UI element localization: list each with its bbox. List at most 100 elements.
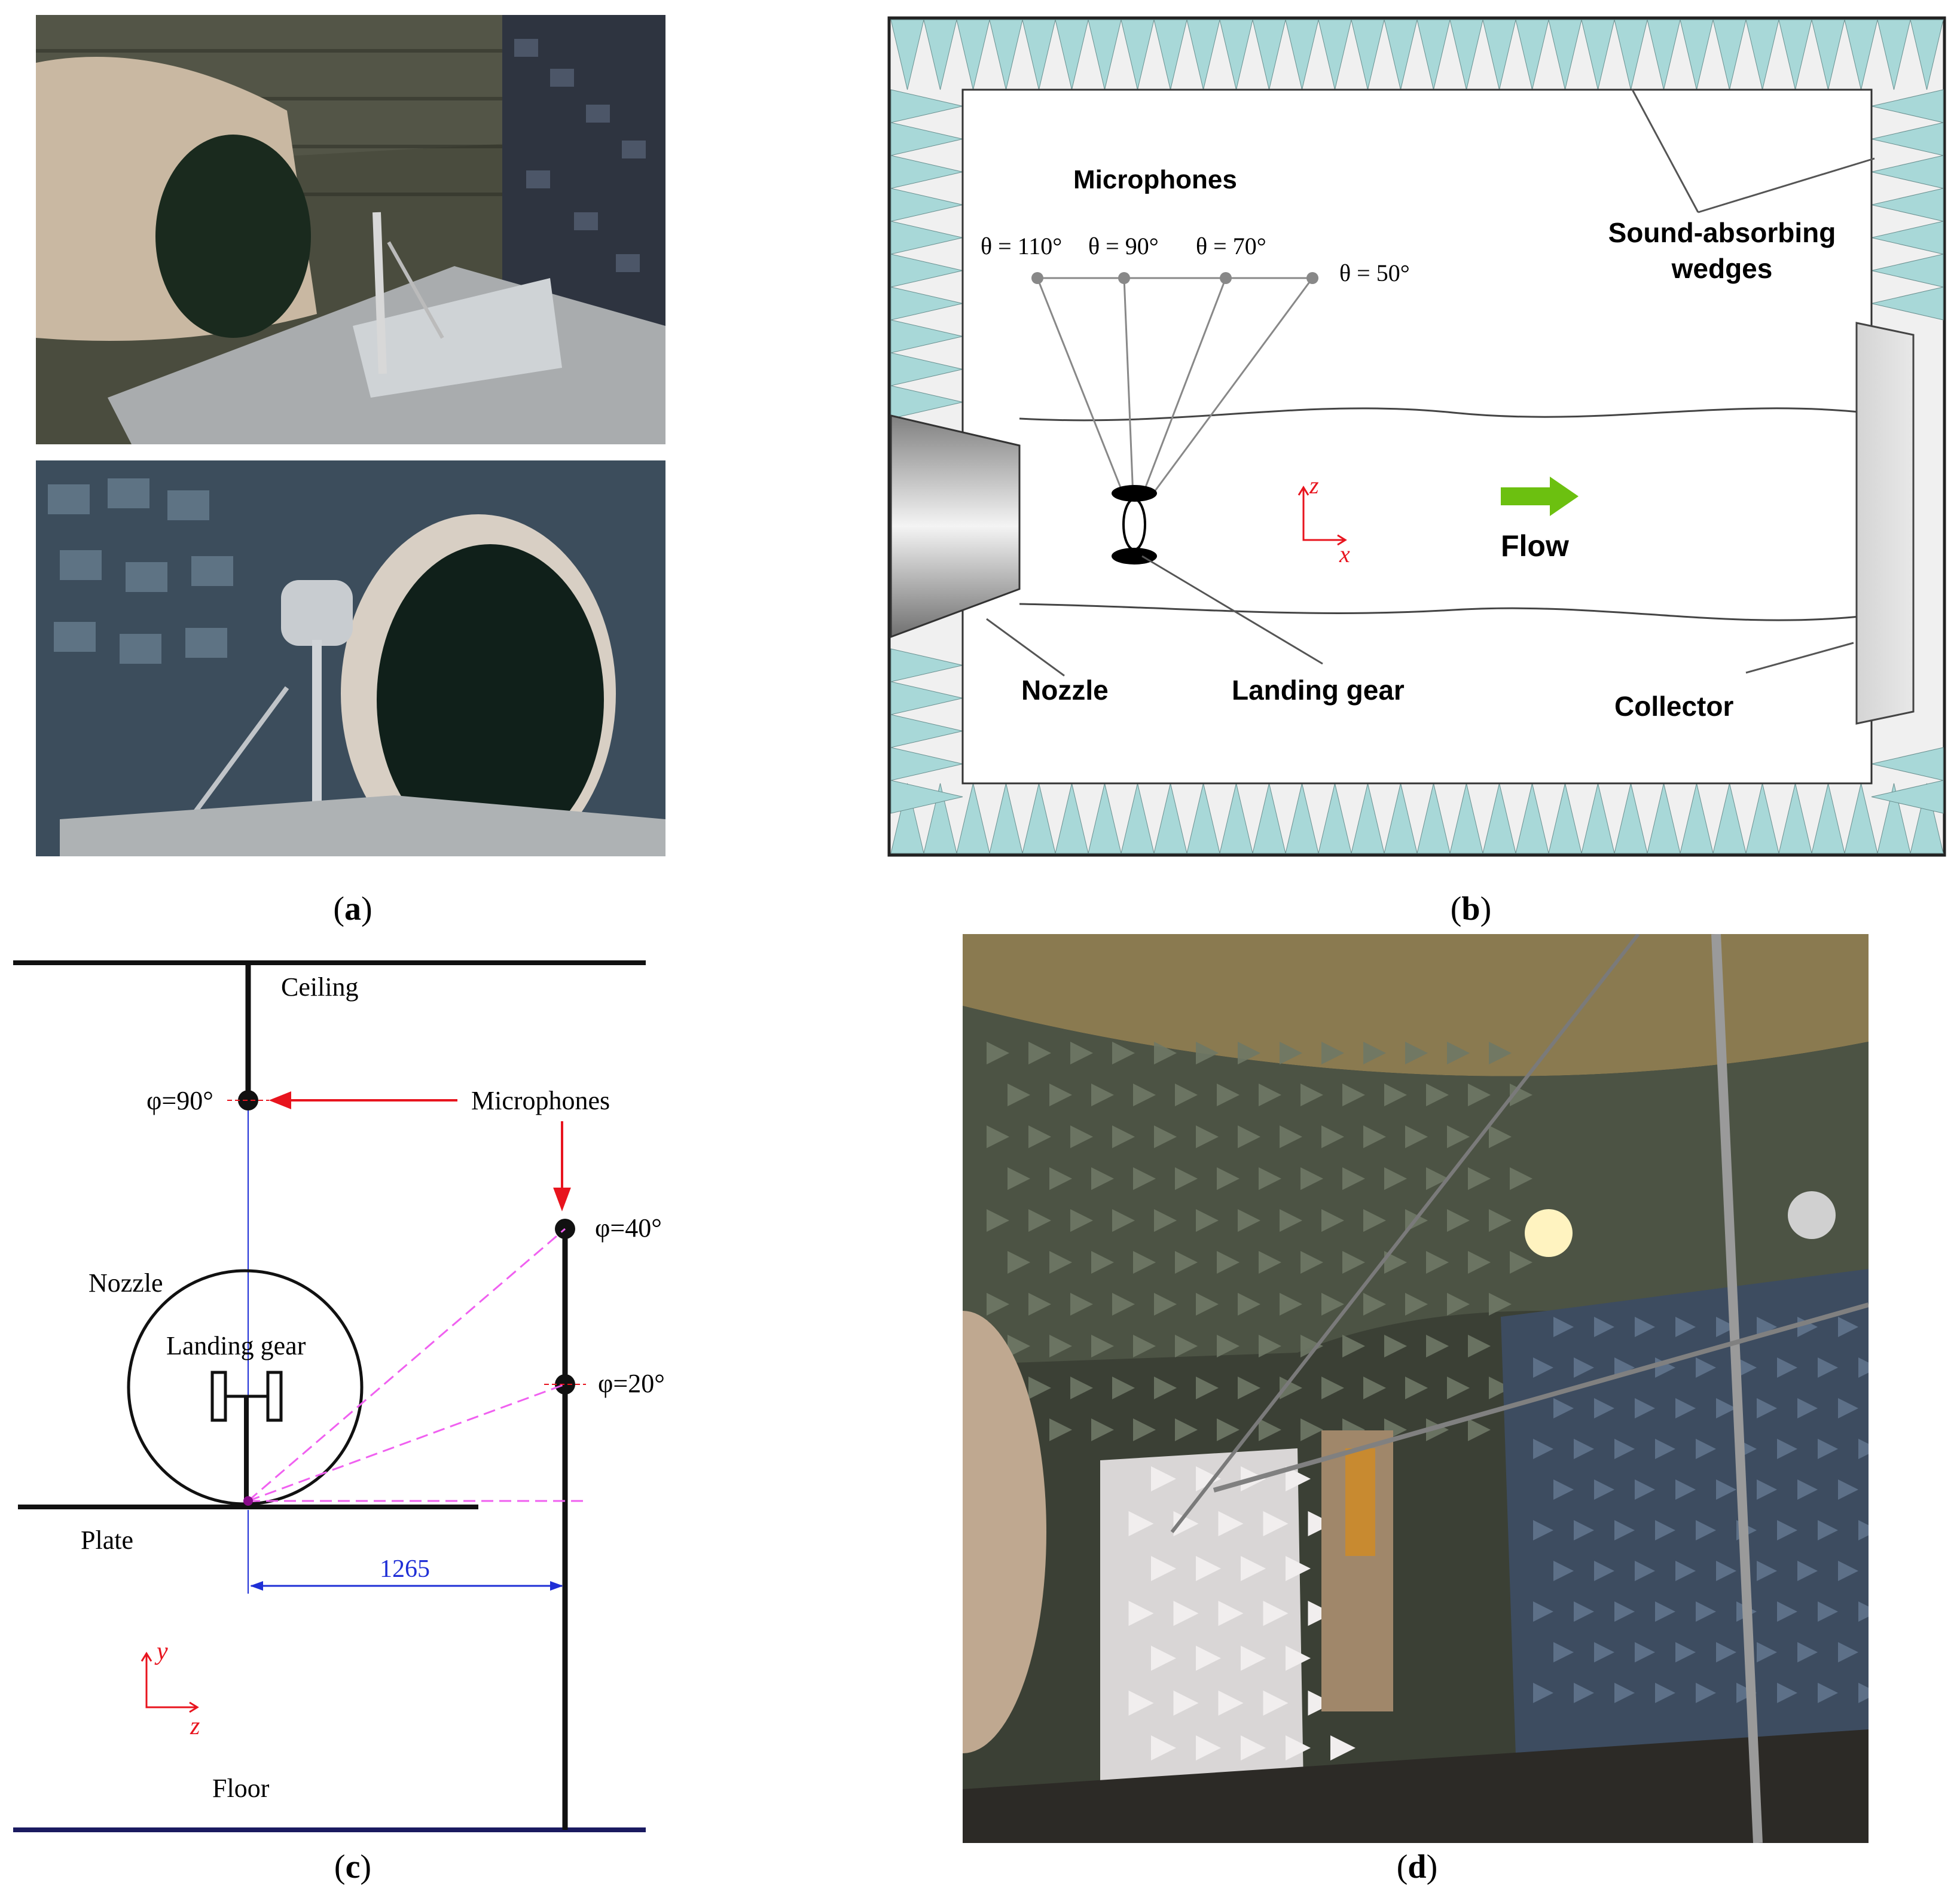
foam-wedge bbox=[1594, 1642, 1614, 1662]
foam-wedge bbox=[1049, 1335, 1072, 1357]
foam-wedge bbox=[1218, 1601, 1244, 1626]
foam-wedge bbox=[1154, 1125, 1177, 1148]
foam-wedge bbox=[1091, 1418, 1114, 1441]
foam-wedge bbox=[1614, 1520, 1635, 1540]
wedge bbox=[1252, 19, 1286, 90]
wedge bbox=[890, 319, 963, 353]
foam-wedge bbox=[1858, 1439, 1869, 1459]
foam-wedge bbox=[1342, 1084, 1365, 1106]
foam-wedge bbox=[1173, 1601, 1199, 1626]
caption-a: (a) bbox=[333, 890, 373, 927]
foam-wedge bbox=[1405, 1042, 1428, 1064]
foam-wedge bbox=[1330, 1735, 1355, 1760]
foam-wedge bbox=[1384, 1335, 1407, 1357]
foam-wedge bbox=[1675, 1317, 1696, 1337]
foam-wedge bbox=[1342, 1167, 1365, 1190]
wedge bbox=[1647, 783, 1681, 854]
wedge bbox=[890, 286, 963, 321]
foam-wedge bbox=[1286, 1466, 1311, 1491]
foam-wedge bbox=[1070, 1377, 1093, 1399]
axis-x-label: x bbox=[1339, 541, 1350, 567]
foam-wedge bbox=[1008, 1251, 1030, 1274]
foam-wedge bbox=[1070, 1209, 1093, 1232]
foam-wedge bbox=[1675, 1479, 1696, 1500]
foam-wedge bbox=[1489, 1377, 1512, 1399]
foam-wedge bbox=[1574, 1439, 1594, 1459]
panel-b: θ = 110° θ = 90° θ = 70° θ = 50° Microph… bbox=[885, 15, 1949, 927]
foam-wedge bbox=[1241, 1646, 1266, 1671]
foam-wedge bbox=[1635, 1561, 1655, 1581]
foam-wedge bbox=[987, 1209, 1009, 1232]
wedge bbox=[890, 714, 963, 748]
foam-wedge bbox=[1468, 1418, 1491, 1441]
foam-wedge bbox=[1489, 1209, 1512, 1232]
foam-wedge bbox=[1510, 1167, 1532, 1190]
wedge bbox=[1871, 221, 1944, 255]
foam-wedge bbox=[1716, 1317, 1736, 1337]
axis-z-label: z bbox=[1309, 472, 1319, 499]
wedge bbox=[1088, 19, 1122, 90]
foam-wedge bbox=[1321, 1209, 1344, 1232]
wedge bbox=[1416, 783, 1451, 854]
foam-wedge bbox=[1028, 1125, 1051, 1148]
foam-wedge bbox=[1655, 1439, 1675, 1459]
wedge bbox=[1871, 188, 1944, 222]
wedge bbox=[1121, 783, 1155, 854]
foam-wedge bbox=[1175, 1084, 1198, 1106]
label-plate: Plate bbox=[81, 1525, 133, 1555]
foam-wedge bbox=[1342, 1335, 1365, 1357]
label-theta-110: θ = 110° bbox=[981, 233, 1062, 260]
mic-phi-20 bbox=[555, 1374, 575, 1395]
foam-wedge bbox=[1151, 1646, 1176, 1671]
foam-wedge bbox=[1112, 1125, 1135, 1148]
foam-wedge bbox=[1008, 1084, 1030, 1106]
foam-wedge bbox=[1405, 1377, 1428, 1399]
foam-wedge bbox=[1716, 1642, 1736, 1662]
foam-wedge bbox=[1797, 1479, 1818, 1500]
foam-wedge bbox=[1635, 1398, 1655, 1418]
panel-c: Ceiling Floor Plate Nozzle Landing gear … bbox=[0, 951, 718, 1902]
foam-wedge bbox=[1175, 1418, 1198, 1441]
foam-wedge bbox=[1635, 1642, 1655, 1662]
foam-wedge bbox=[1797, 1561, 1818, 1581]
foam-wedge bbox=[1614, 1683, 1635, 1703]
foam-wedge bbox=[1196, 1042, 1219, 1064]
foam-wedge bbox=[1405, 1125, 1428, 1148]
foam-wedge bbox=[1133, 1251, 1156, 1274]
label-phi-40: φ=40° bbox=[595, 1213, 662, 1243]
foam-wedge bbox=[1217, 1167, 1239, 1190]
foam-wedge bbox=[1308, 1691, 1333, 1716]
label-microphones: Microphones bbox=[1073, 165, 1237, 194]
wedge bbox=[1745, 19, 1779, 90]
foam-wedge bbox=[1217, 1251, 1239, 1274]
foam-wedge bbox=[1173, 1511, 1199, 1536]
foam-wedge bbox=[1300, 1167, 1323, 1190]
wedge bbox=[1219, 783, 1253, 854]
foam-wedge bbox=[1716, 1479, 1736, 1500]
foam-wedge bbox=[987, 1125, 1009, 1148]
wedge bbox=[1614, 19, 1648, 90]
caption-b: (b) bbox=[1450, 890, 1492, 927]
foam-wedge bbox=[1553, 1479, 1574, 1500]
wedge bbox=[1871, 122, 1944, 156]
wedge bbox=[1482, 783, 1516, 854]
foam-wedge bbox=[1553, 1561, 1574, 1581]
flow-arrow bbox=[1501, 477, 1579, 516]
label-microphones: Microphones bbox=[471, 1086, 610, 1115]
foam-wedge bbox=[1858, 1520, 1869, 1540]
wedge bbox=[890, 188, 963, 222]
foam-wedge bbox=[1426, 1418, 1449, 1441]
foam-wedge bbox=[987, 1042, 1009, 1064]
foam-wedge bbox=[1259, 1251, 1281, 1274]
foam-wedge bbox=[1468, 1167, 1491, 1190]
foam-wedge bbox=[1838, 1561, 1858, 1581]
wedge bbox=[890, 254, 963, 288]
foam-wedge bbox=[1489, 1293, 1512, 1316]
label-floor: Floor bbox=[212, 1774, 270, 1803]
foam-wedge bbox=[1300, 1418, 1323, 1441]
foam-wedge bbox=[1797, 1398, 1818, 1418]
foam-wedge bbox=[1175, 1251, 1198, 1274]
foam-wedge bbox=[1128, 1601, 1154, 1626]
foam-wedge bbox=[1280, 1377, 1302, 1399]
label-distance: 1265 bbox=[380, 1555, 430, 1583]
